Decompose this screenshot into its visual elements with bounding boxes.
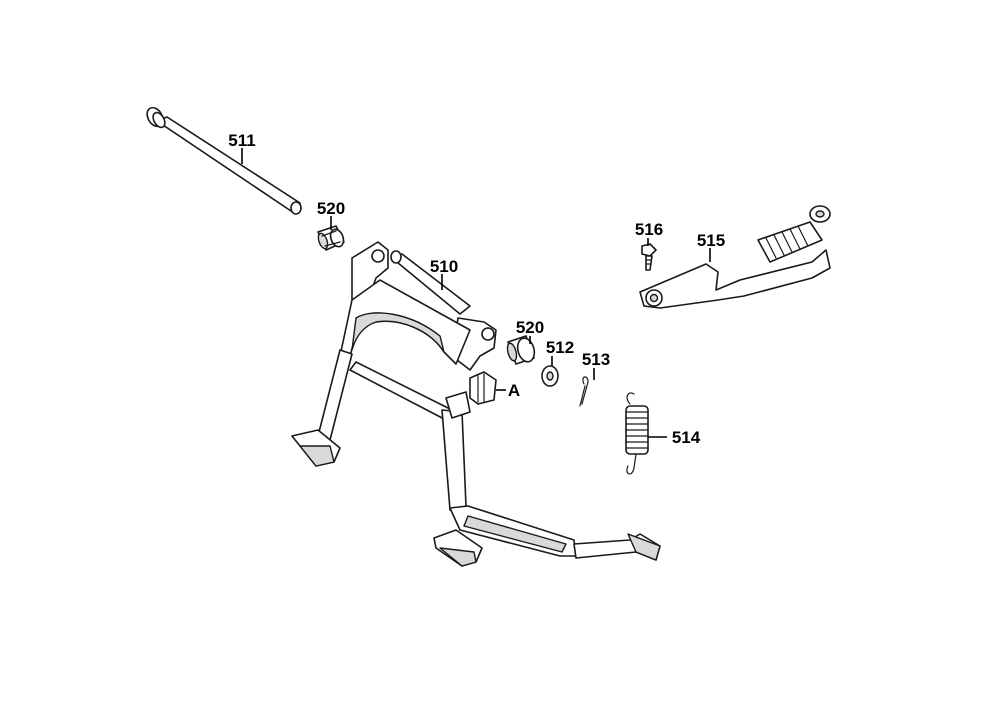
callout-A: A [508, 381, 520, 400]
callout-514: 514 [672, 428, 701, 447]
part-513-cotter-pin [579, 376, 589, 407]
leader-lines [241, 148, 711, 438]
part-514-spring [625, 392, 649, 475]
callout-510: 510 [430, 257, 458, 276]
callout-labels: 511 520 510 516 515 520 512 513 A 514 [228, 131, 725, 447]
callout-520-upper: 520 [317, 199, 345, 218]
part-516-bolt [641, 243, 657, 271]
part-511-shaft [146, 106, 302, 215]
callout-520-right: 520 [516, 318, 544, 337]
callout-511: 511 [228, 131, 255, 150]
callout-516: 516 [635, 220, 663, 239]
part-510-center-stand [291, 241, 661, 567]
part-515-kick-lever [639, 205, 831, 309]
part-512-washer [541, 365, 559, 387]
part-520-bushing-right [506, 335, 536, 365]
callout-513: 513 [582, 350, 610, 369]
part-520-bushing-upper [317, 225, 345, 251]
callout-515: 515 [697, 231, 725, 250]
callout-512: 512 [546, 338, 574, 357]
